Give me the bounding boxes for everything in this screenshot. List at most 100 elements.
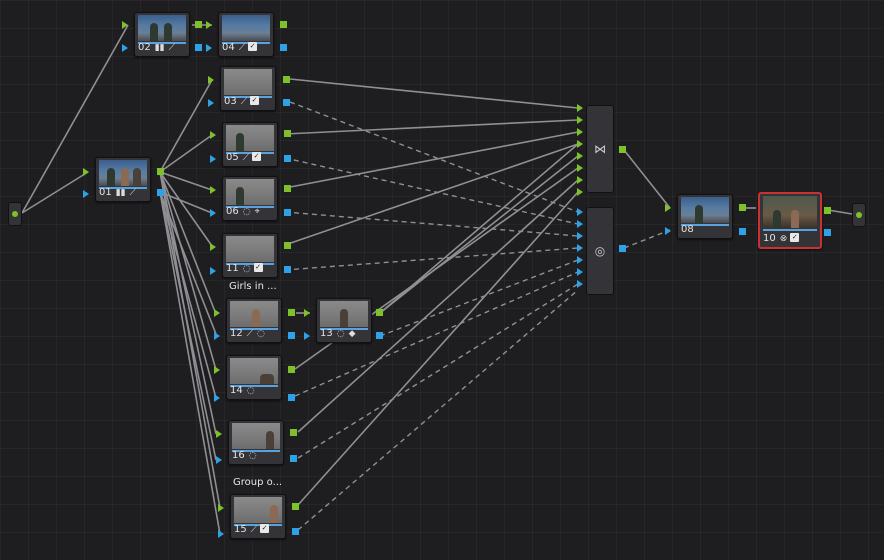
alpha-input-port[interactable]	[214, 394, 220, 402]
alpha-output-port[interactable]	[157, 189, 164, 196]
mixer-alpha-input-port[interactable]	[577, 208, 583, 216]
rgb-input-port[interactable]	[665, 204, 671, 212]
alpha-output-port[interactable]	[824, 229, 831, 236]
node-enable-checkbox[interactable]: ✓	[252, 152, 262, 161]
rgb-input-port[interactable]	[83, 168, 89, 176]
rgb-input-port[interactable]	[304, 309, 310, 317]
alpha-input-port[interactable]	[210, 267, 216, 275]
mixer-rgb-input-port[interactable]	[577, 104, 583, 112]
rgb-output-port[interactable]	[376, 309, 383, 316]
alpha-input-port[interactable]	[304, 332, 310, 340]
rgb-input-port[interactable]	[208, 76, 214, 84]
node-01[interactable]: 01▮▮⟋	[95, 157, 151, 202]
mixer-alpha-input-port[interactable]	[577, 268, 583, 276]
rgb-output-port[interactable]	[288, 366, 295, 373]
mixer-alpha-input-port[interactable]	[577, 256, 583, 264]
alpha-output-port[interactable]	[288, 394, 295, 401]
alpha-input-port[interactable]	[122, 44, 128, 52]
rgb-output-port[interactable]	[157, 168, 164, 175]
rgb-output-port[interactable]	[824, 207, 831, 214]
rgb-output-port[interactable]	[292, 503, 299, 510]
alpha-output-port[interactable]	[376, 332, 383, 339]
alpha-input-port[interactable]	[214, 332, 220, 340]
alpha-input-port[interactable]	[218, 530, 224, 538]
node-02[interactable]: 02▮▮⟋	[134, 12, 190, 57]
node-enable-checkbox[interactable]: ✓	[253, 263, 263, 272]
alpha-output-port[interactable]	[292, 528, 299, 535]
alpha-output-port[interactable]	[284, 209, 291, 216]
node-03[interactable]: 03⟋✓	[220, 66, 276, 111]
alpha-input-port[interactable]	[210, 209, 216, 217]
rgb-input-port[interactable]	[206, 21, 212, 29]
alpha-input-port[interactable]	[83, 190, 89, 198]
mixer-alpha-input-port[interactable]	[577, 244, 583, 252]
node-04[interactable]: 04⟋✓	[218, 12, 274, 57]
mixer-alpha-input-port[interactable]	[577, 280, 583, 288]
alpha-input-port[interactable]	[216, 456, 222, 464]
output-input-port[interactable]	[856, 212, 862, 218]
rgb-output-port[interactable]	[280, 21, 287, 28]
mixer-rgb-input-port[interactable]	[577, 152, 583, 160]
node-11[interactable]: 11◌✓	[222, 233, 278, 278]
source-output-port[interactable]	[12, 211, 18, 217]
node-15[interactable]: 15⟋✓	[230, 494, 286, 539]
wire	[289, 78, 579, 109]
node-10[interactable]: 10⊗✓	[758, 192, 822, 249]
node-06[interactable]: 06◌⌖	[222, 176, 278, 221]
rgb-input-port[interactable]	[218, 504, 224, 512]
alpha-output-port[interactable]	[283, 99, 290, 106]
rgb-input-port[interactable]	[210, 186, 216, 194]
rgb-output-port[interactable]	[290, 429, 297, 436]
mixer-alpha-input-port[interactable]	[577, 232, 583, 240]
rgb-output-port[interactable]	[195, 21, 202, 28]
node-enable-checkbox[interactable]: ✓	[790, 233, 800, 242]
mixer-alpha-output-port[interactable]	[619, 245, 626, 252]
rgb-output-port[interactable]	[288, 309, 295, 316]
mixer-rgb-input-port[interactable]	[577, 128, 583, 136]
layer-mixer-node[interactable]: ⋈	[586, 105, 614, 193]
node-05[interactable]: 05⟋✓	[222, 122, 278, 167]
mixer-rgb-input-port[interactable]	[577, 164, 583, 172]
mixer-rgb-output-port[interactable]	[619, 146, 626, 153]
node-12[interactable]: 12⟋◌	[226, 298, 282, 343]
rgb-output-port[interactable]	[284, 242, 291, 249]
alpha-output-port[interactable]	[280, 44, 287, 51]
alpha-input-port[interactable]	[208, 99, 214, 107]
rgb-input-port[interactable]	[210, 131, 216, 139]
node-16[interactable]: 16◌	[228, 420, 284, 465]
alpha-output-port[interactable]	[288, 332, 295, 339]
alpha-input-port[interactable]	[210, 155, 216, 163]
alpha-output-port[interactable]	[195, 44, 202, 51]
node-13[interactable]: 13◌◆	[316, 298, 372, 343]
rgb-input-port[interactable]	[210, 243, 216, 251]
rgb-input-port[interactable]	[214, 309, 220, 317]
wire	[159, 191, 217, 461]
alpha-output-port[interactable]	[284, 155, 291, 162]
rgb-output-port[interactable]	[284, 130, 291, 137]
rgb-input-port[interactable]	[214, 366, 220, 374]
mixer-rgb-input-port[interactable]	[577, 188, 583, 196]
mixer-alpha-input-port[interactable]	[577, 220, 583, 228]
node-enable-checkbox[interactable]: ✓	[260, 524, 270, 533]
mixer-rgb-input-port[interactable]	[577, 176, 583, 184]
mixer-rgb-input-port[interactable]	[577, 140, 583, 148]
node-enable-checkbox[interactable]: ✓	[250, 96, 260, 105]
node-enable-checkbox[interactable]: ✓	[248, 42, 258, 51]
alpha-input-port[interactable]	[206, 44, 212, 52]
mixer-rgb-input-port[interactable]	[577, 116, 583, 124]
alpha-output-port[interactable]	[284, 266, 291, 273]
rgb-output-port[interactable]	[284, 185, 291, 192]
node-output[interactable]	[852, 203, 866, 227]
rgb-output-port[interactable]	[283, 76, 290, 83]
key-mixer-node[interactable]: ◎	[586, 207, 614, 295]
source-input-node[interactable]	[8, 202, 22, 226]
node-14[interactable]: 14◌	[226, 355, 282, 400]
alpha-output-port[interactable]	[290, 455, 297, 462]
node-08[interactable]: 08	[677, 194, 733, 239]
rgb-input-port[interactable]	[122, 21, 128, 29]
rgb-output-port[interactable]	[739, 204, 746, 211]
rgb-input-port[interactable]	[216, 430, 222, 438]
alpha-input-port[interactable]	[665, 227, 671, 235]
alpha-output-port[interactable]	[739, 228, 746, 235]
